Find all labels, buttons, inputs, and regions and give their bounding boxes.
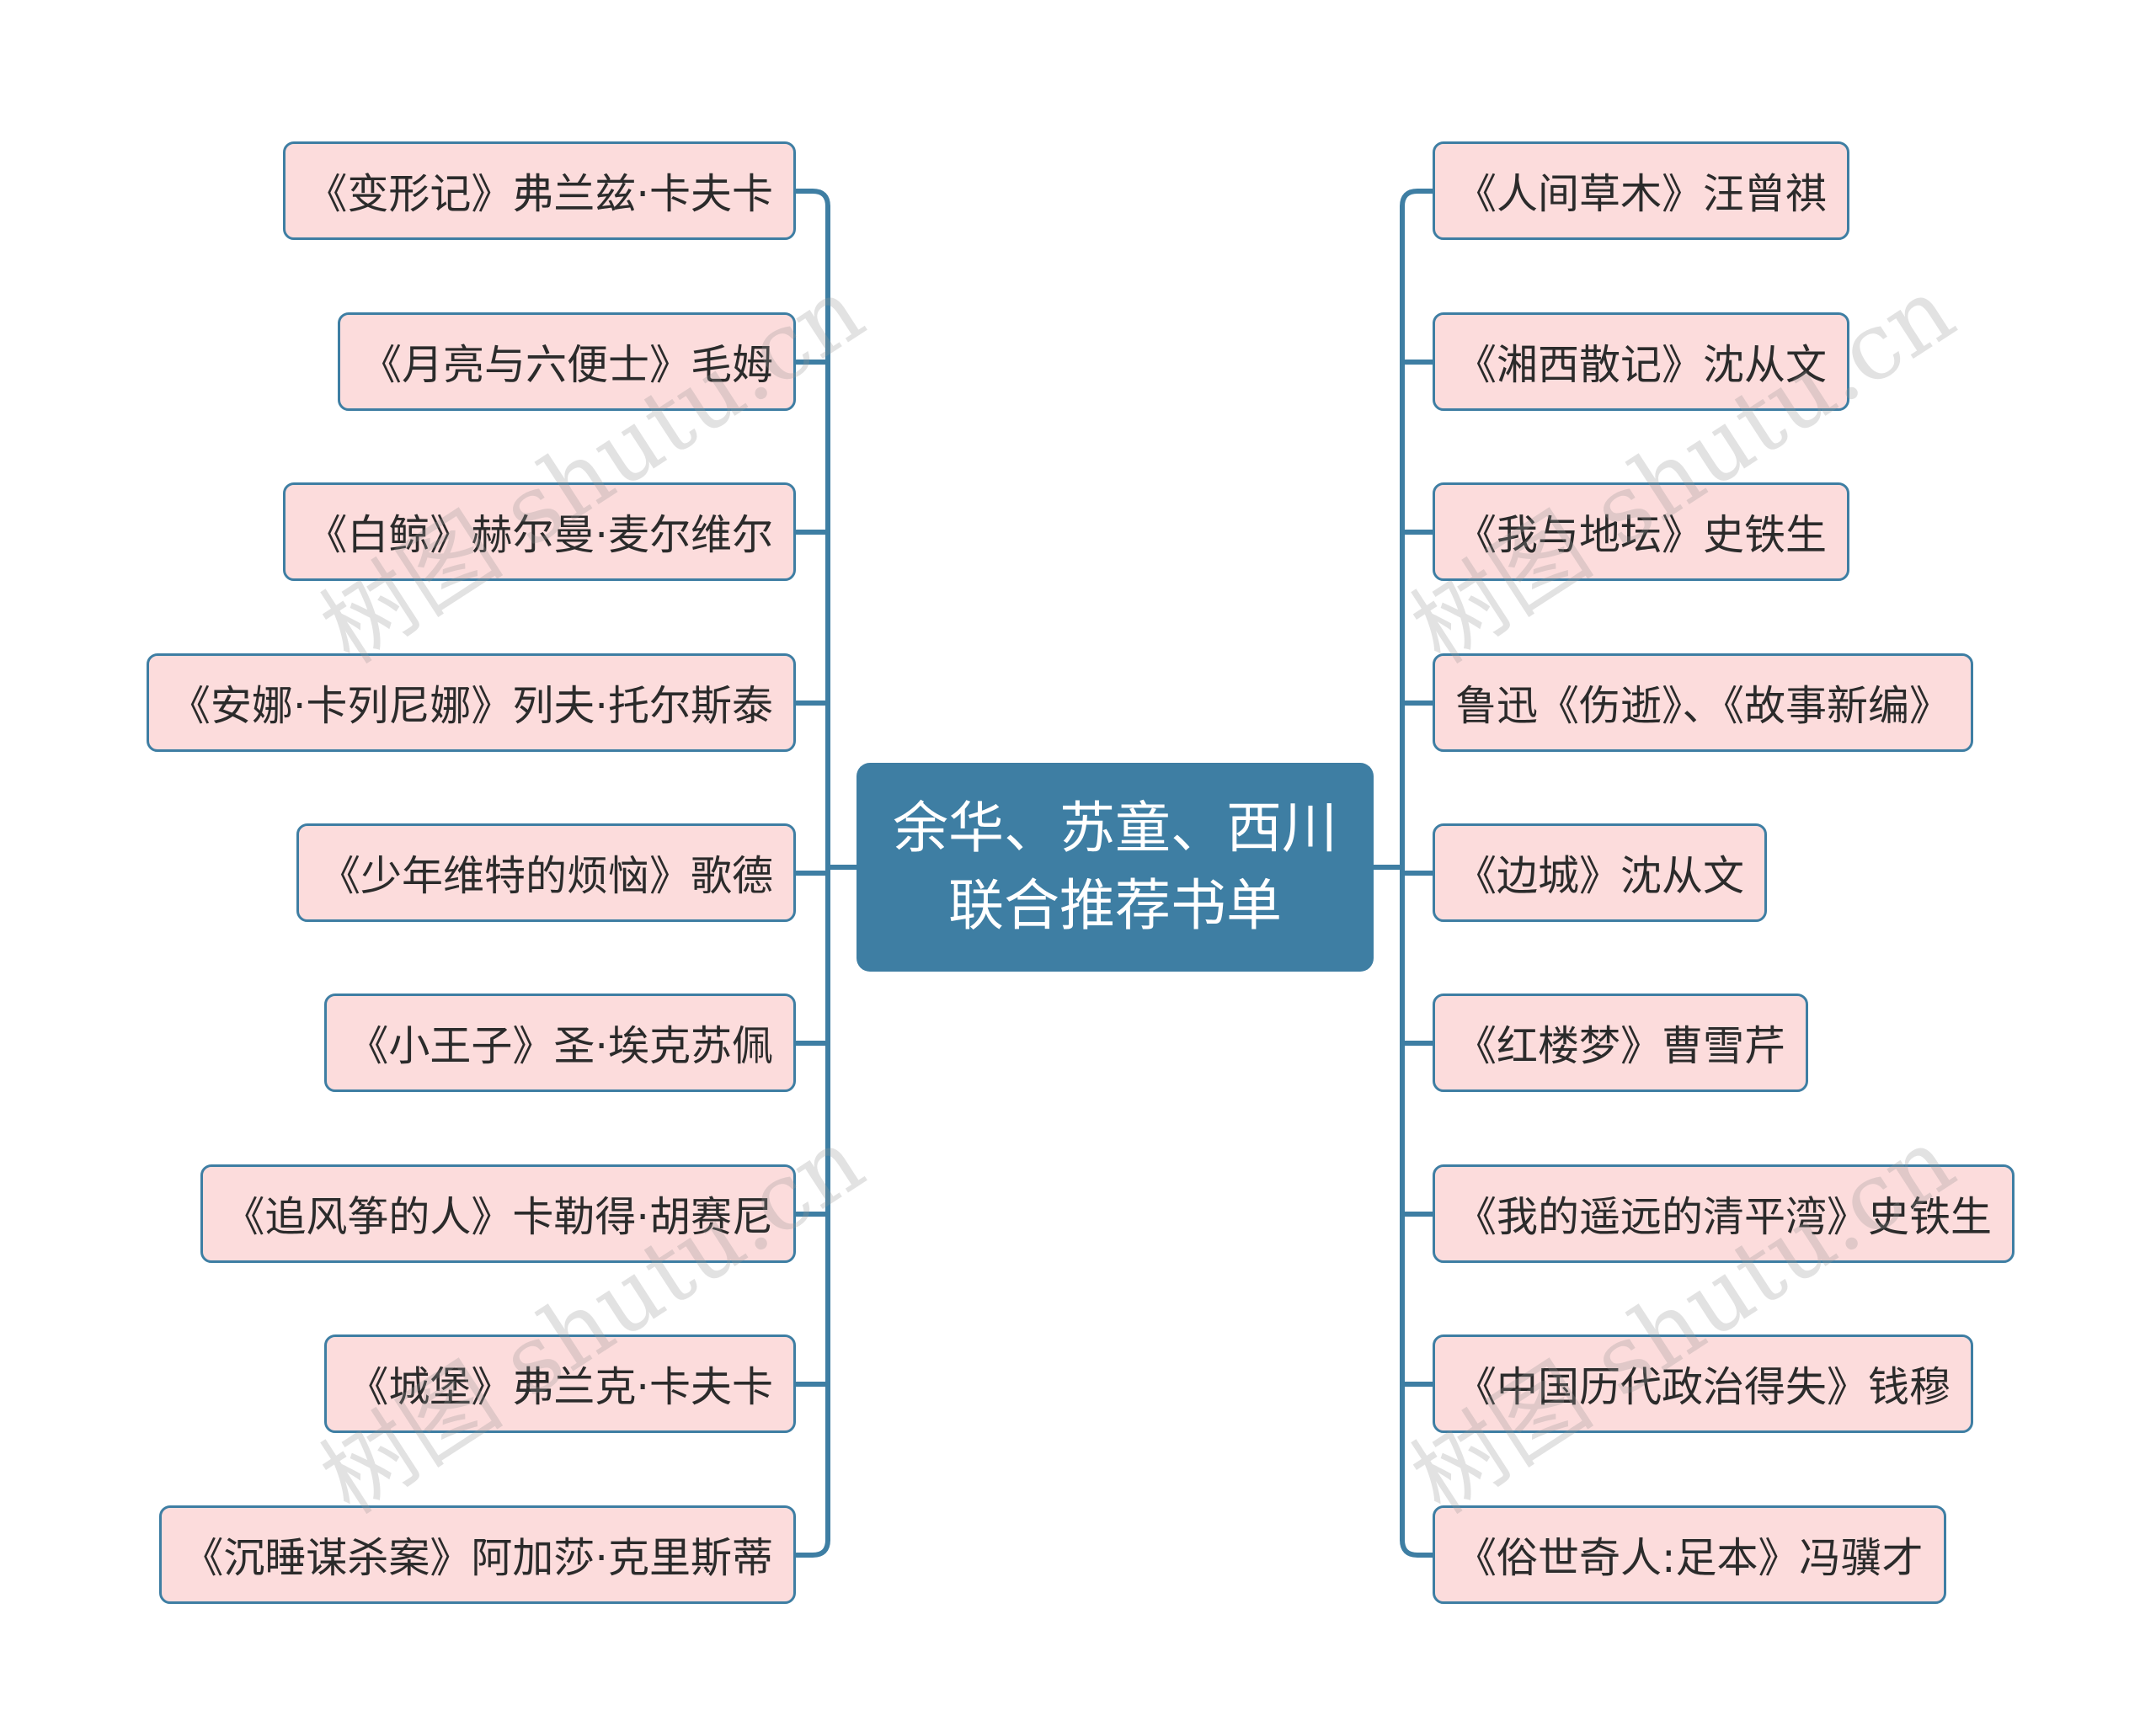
book-node[interactable]: 《小王子》圣·埃克苏佩 [324, 994, 796, 1092]
right-branch-link [1400, 1537, 1435, 1558]
book-node[interactable]: 《城堡》弗兰克·卡夫卡 [324, 1334, 796, 1433]
book-node[interactable]: 《俗世奇人:足本》冯骥才 [1433, 1505, 1946, 1604]
book-node[interactable]: 《追风筝的人》卡勒得·胡赛尼 [200, 1164, 796, 1263]
left-branch-link [793, 189, 830, 209]
book-node[interactable]: 《边城》沈从文 [1433, 823, 1768, 922]
book-node[interactable]: 《变形记》弗兰兹·卡夫卡 [283, 141, 796, 240]
book-node[interactable]: 《安娜·卡列尼娜》列夫·托尔斯泰 [146, 653, 796, 752]
book-node[interactable]: 《人间草木》汪曾祺 [1433, 141, 1850, 240]
central-topic[interactable]: 余华、苏童、西川 联合推荐书单 [857, 763, 1374, 972]
central-topic-line-1: 余华、苏童、西川 [893, 796, 1337, 860]
right-branch-link [1400, 189, 1435, 209]
book-node[interactable]: 《我与地坛》史铁生 [1433, 482, 1850, 581]
left-branch-link [793, 1537, 830, 1558]
central-topic-line-2: 联合推荐书单 [948, 873, 1282, 938]
book-node[interactable]: 鲁迅《伤逝》、《故事新编》 [1433, 653, 1974, 752]
book-node[interactable]: 《沉睡谋杀案》阿加莎·克里斯蒂 [159, 1505, 796, 1604]
book-node[interactable]: 《湘西散记》沈从文 [1433, 312, 1850, 411]
book-node[interactable]: 《红楼梦》曹雪芹 [1433, 994, 1809, 1092]
book-node[interactable]: 《月亮与六便士》毛姆 [337, 312, 796, 411]
book-node[interactable]: 《我的遥远的清平湾》史铁生 [1433, 1164, 2015, 1263]
book-node[interactable]: 《中国历代政治得失》钱穆 [1433, 1334, 1974, 1433]
book-node[interactable]: 《白鲸》赫尔曼·麦尔维尔 [283, 482, 796, 581]
book-node[interactable]: 《少年维特的烦恼》歌德 [296, 823, 796, 922]
